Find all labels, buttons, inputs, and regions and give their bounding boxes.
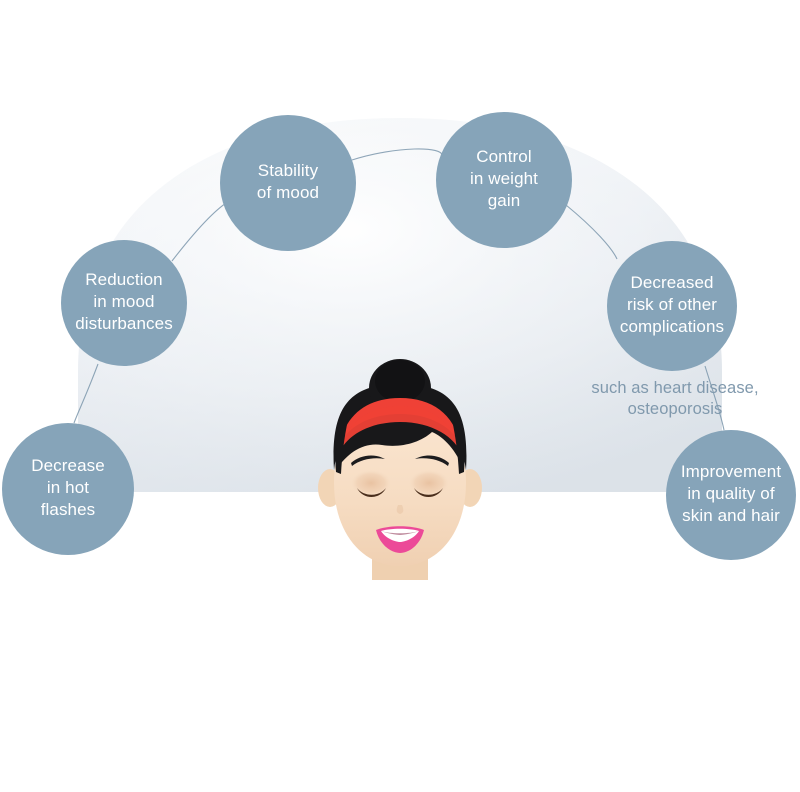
woman-face-illustration [318, 359, 482, 580]
node-circle-stability-of-mood [220, 115, 356, 251]
connector-stability-to-control [351, 148, 443, 161]
node-circle-control-in-weight-gain [436, 112, 572, 248]
node-circle-decrease-in-hot-flashes [2, 423, 134, 555]
note-heart-disease-osteoporosis: such as heart disease, osteoporosis [591, 379, 759, 419]
node-circle-reduction-in-mood-disturbances [61, 240, 187, 366]
connector-reduction-to-hot-flashes [73, 363, 99, 424]
connector-decreased-risk-to-improvement [704, 365, 725, 431]
node-circle-improvement-in-quality-of-skin-and-hair [666, 430, 796, 560]
connector-control-to-decreased-risk [565, 204, 618, 260]
node-circle-group [2, 112, 796, 560]
node-circle-decreased-risk-of-other-complications [607, 241, 737, 371]
